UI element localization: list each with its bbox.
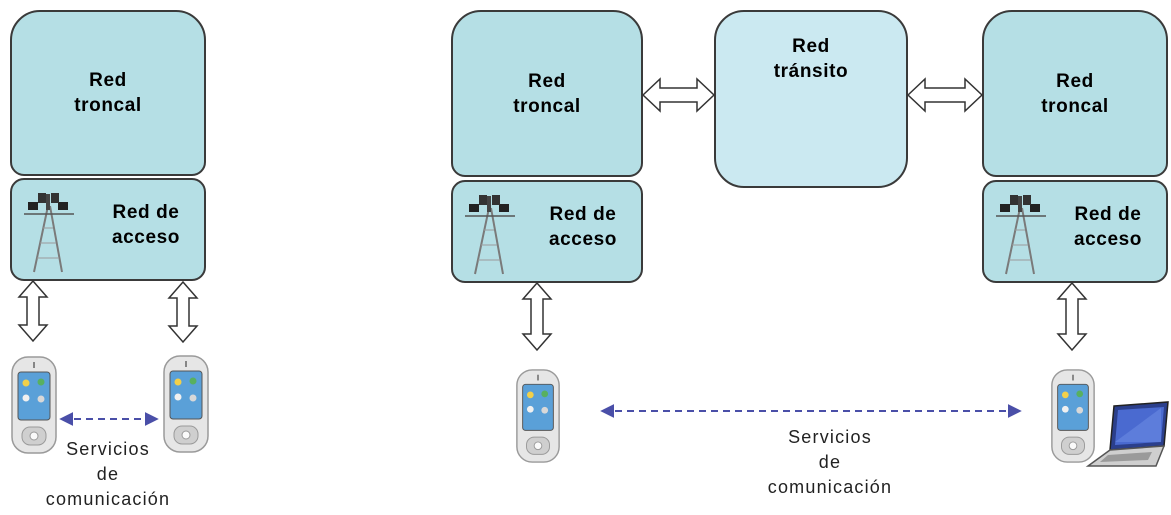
core-network-box-right: Red troncal — [982, 10, 1168, 177]
mobile-phone-icon — [516, 369, 560, 463]
access-network-box: Red de acceso — [10, 178, 206, 281]
access-network-right-label: Red de acceso — [1073, 204, 1142, 250]
mobile-phone-icon — [11, 356, 57, 454]
double-arrow-icon — [1056, 281, 1088, 352]
mobile-phone-icon — [1051, 369, 1095, 463]
double-arrow-icon — [906, 77, 984, 113]
core-network-box-left: Red troncal — [451, 10, 643, 177]
transit-network-label: Red tránsito — [773, 36, 849, 82]
antenna-tower-icon — [24, 193, 74, 273]
laptop-icon — [1085, 401, 1169, 467]
double-arrow-icon — [167, 280, 199, 344]
access-network-box-right: Red de acceso — [982, 180, 1168, 283]
double-arrow-icon — [17, 279, 49, 343]
core-network-left-label: Red troncal — [513, 70, 581, 117]
core-network-box: Red troncal — [10, 10, 206, 176]
antenna-tower-icon — [465, 195, 515, 275]
mobile-phone-icon — [163, 355, 209, 453]
access-network-label: Red de acceso — [111, 202, 180, 248]
core-network-label: Red troncal — [74, 70, 142, 116]
services-label-right: Servicios de comunicación — [767, 427, 893, 497]
double-arrow-icon — [521, 281, 553, 352]
antenna-tower-icon — [996, 195, 1046, 275]
double-arrow-icon — [641, 77, 716, 113]
access-network-left-label: Red de acceso — [548, 204, 617, 250]
services-label-left: Servicios de comunicación — [45, 439, 171, 509]
core-network-right-label: Red troncal — [1041, 70, 1109, 117]
access-network-box-left: Red de acceso — [451, 180, 643, 283]
transit-network-box: Red tránsito — [714, 10, 908, 188]
